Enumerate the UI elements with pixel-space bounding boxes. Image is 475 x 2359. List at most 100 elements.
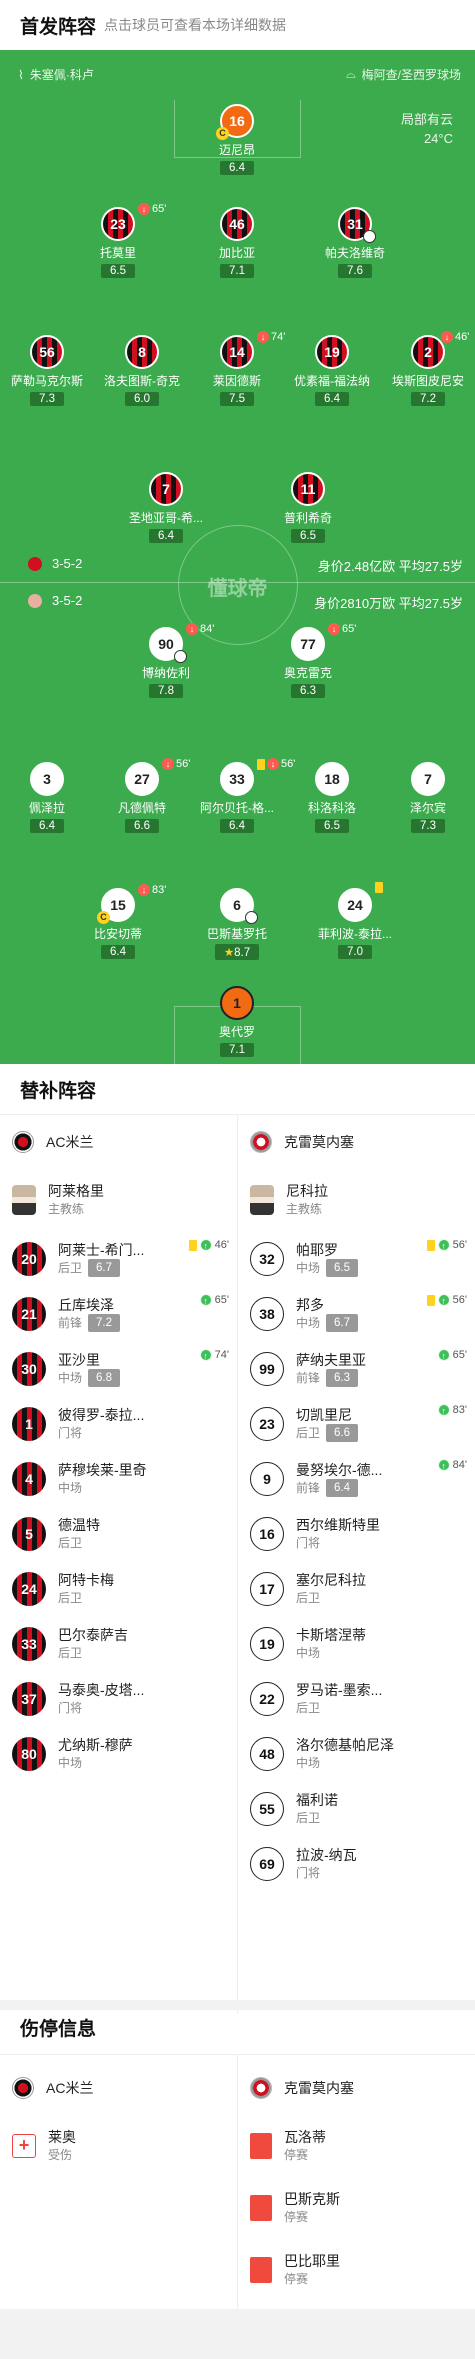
player-name: 邦多	[296, 1296, 324, 1313]
player-rating-star: ★8.7	[214, 944, 260, 960]
player-number: 5	[12, 1516, 46, 1551]
player-number: 56	[39, 344, 55, 360]
crem-defender[interactable]: 24 菲利波-泰拉... 7.0	[300, 882, 410, 960]
team-row-away[interactable]: 克雷莫内塞	[238, 1114, 475, 1169]
suspension-row[interactable]: 瓦洛蒂停赛	[238, 2115, 475, 2177]
crem-midfielder[interactable]: 18 科洛科洛 6.5	[277, 762, 387, 834]
player-number: 14	[229, 344, 245, 360]
coach-row-home[interactable]: 阿莱格里主教练	[0, 1169, 237, 1231]
player-number-disc: 7	[149, 472, 183, 506]
milan-defender[interactable]: 31 帕夫洛维奇 7.6	[300, 207, 410, 279]
milan-midfielder[interactable]: 8 洛夫图斯-奇克 6.0	[87, 335, 197, 407]
player-name: 菲利波-泰拉...	[318, 927, 392, 941]
sub-on-event: ↑46'	[188, 1239, 229, 1251]
coach-role: 主教练	[48, 1202, 85, 1216]
sub-on-event: ↑83'	[437, 1404, 467, 1416]
coach-row-away[interactable]: 尼科拉主教练	[238, 1169, 475, 1231]
player-number-disc: 77	[291, 627, 325, 661]
milan-defender[interactable]: 23 ↓65' 托莫里 6.5	[63, 203, 173, 279]
crem-defender[interactable]: 6 巴斯基罗托 ★8.7	[182, 888, 292, 961]
player-number-disc: 23	[101, 207, 135, 241]
coach-avatar	[250, 1185, 274, 1215]
sub-on-icon: ↑	[437, 1459, 450, 1471]
player-number: 69	[250, 1846, 284, 1881]
player-name: 埃斯图皮尼安	[391, 374, 464, 388]
player-number: 6	[233, 897, 241, 913]
team-row-home[interactable]: AC米兰	[0, 1114, 237, 1169]
formation-crem: 3-5-2	[28, 593, 82, 608]
player-name: 马泰奥-皮塔...	[58, 1681, 145, 1698]
team-row-home[interactable]: AC米兰	[0, 2060, 237, 2115]
crem-goalkeeper[interactable]: 1 奥代罗 7.1	[182, 986, 292, 1058]
suspension-row[interactable]: 巴斯克斯停赛	[238, 2177, 475, 2239]
milan-midfielder[interactable]: 2 ↓46' 埃斯图皮尼安 7.2	[373, 331, 475, 407]
player-rating: 7.2	[88, 1313, 121, 1332]
team-row-away[interactable]: 克雷莫内塞	[238, 2060, 475, 2115]
milan-midfielder[interactable]: 14 ↓74' 莱因德斯 7.5	[182, 331, 292, 407]
crem-forward[interactable]: 77 ↓65' 奥克雷克 6.3	[253, 623, 363, 699]
milan-midfielder[interactable]: 19 优素福-福法纳 6.4	[277, 335, 387, 407]
player-name: 比安切蒂	[93, 927, 142, 941]
crem-forward[interactable]: 90 ↓84' 博纳佐利 7.8	[111, 623, 221, 699]
captain-badge: C	[97, 911, 110, 924]
whistle-icon: ⌇	[18, 67, 24, 82]
milan-forward[interactable]: 11 普利希奇 6.5	[253, 472, 363, 544]
crem-midfielder[interactable]: 3 佩泽拉 6.4	[0, 762, 102, 834]
milan-forward[interactable]: 7 圣地亚哥-希... 6.4	[111, 472, 221, 544]
crem-midfielder[interactable]: 33 ↓56' 阿尔贝托-格... 6.4	[182, 758, 295, 834]
player-number: 19	[324, 344, 340, 360]
player-name: 塞尔尼科拉	[296, 1571, 366, 1588]
player-number-disc: 8	[125, 335, 159, 369]
yellow-card-icon	[188, 1239, 197, 1251]
player-number: 18	[324, 771, 340, 787]
player-number: 24	[12, 1571, 46, 1606]
milan-midfielder[interactable]: 56 萨勒马克尔斯 7.3	[0, 335, 102, 407]
player-number: 23	[250, 1406, 284, 1441]
crem-midfielder[interactable]: 7 泽尔宾 7.3	[373, 762, 475, 834]
crem-midfielder[interactable]: 27 ↓56' 凡德佩特 6.6	[87, 758, 197, 834]
suspension-row[interactable]: 巴比耶里停赛	[238, 2239, 475, 2301]
coach-role: 主教练	[286, 1202, 323, 1216]
player-name: 阿特卡梅	[58, 1571, 114, 1588]
milan-defender[interactable]: 46 加比亚 7.1	[182, 207, 292, 279]
player-position: 中场	[58, 1755, 83, 1770]
player-name: 莱奥	[48, 2129, 76, 2145]
player-rating: 7.3	[30, 392, 64, 406]
player-number-disc: 11	[291, 472, 325, 506]
crem-value: 身价2810万欧 平均27.5岁	[314, 596, 463, 611]
sub-minute: 83'	[452, 1404, 467, 1416]
sub-on-icon: ↑	[199, 1239, 212, 1251]
crem-system: 3-5-2	[52, 593, 83, 608]
player-number: 3	[43, 771, 51, 787]
sub-off-icon: ↓	[328, 623, 340, 635]
suspension-status: 停赛	[284, 2148, 309, 2162]
lineup-header: 首发阵容 点击球员可查看本场详细数据	[0, 0, 475, 50]
player-number-disc: 24	[338, 888, 372, 922]
player-number-disc: 19	[315, 335, 349, 369]
